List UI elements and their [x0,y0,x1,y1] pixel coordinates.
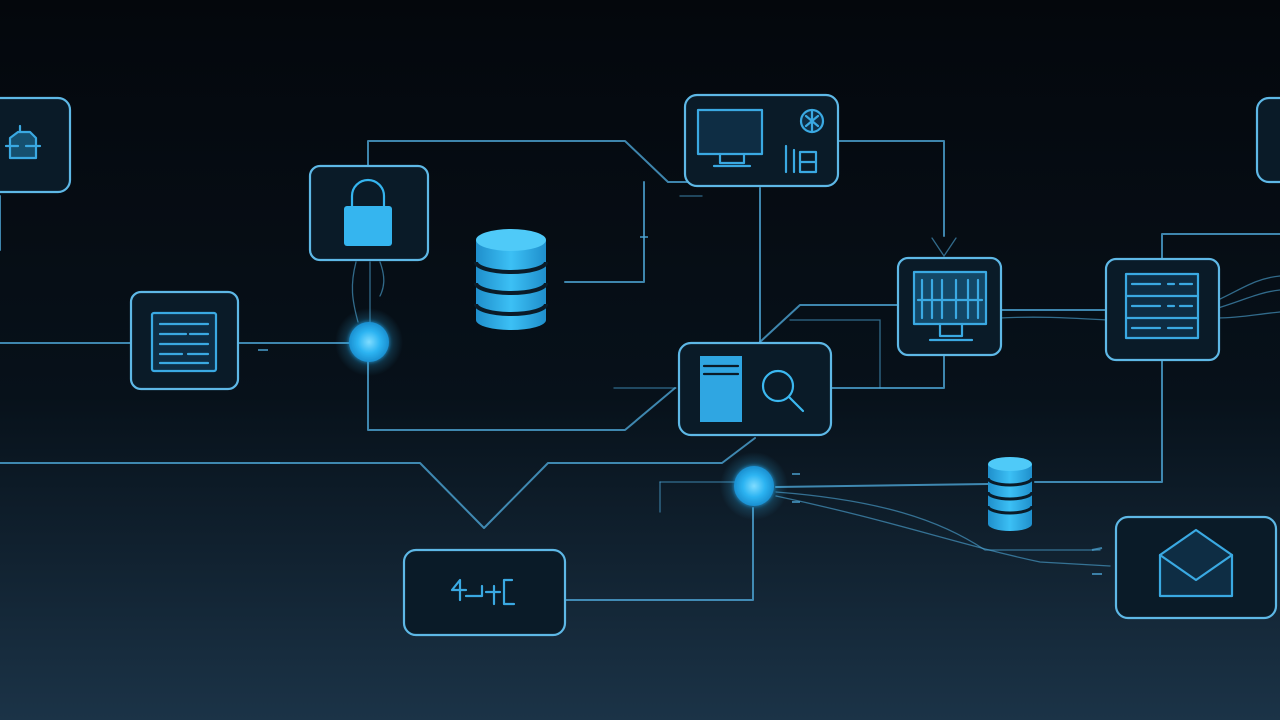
wire [0,437,756,529]
database-small-icon [986,457,1034,531]
lock-icon [344,178,392,246]
node-terminal[interactable] [896,256,1003,357]
wire [564,507,754,601]
node-frame [1255,96,1280,184]
envelope-icon [1158,528,1234,598]
wire [367,361,676,431]
node-frame [402,548,567,637]
wire [931,237,957,258]
wire [1034,359,1163,483]
wire [1161,233,1280,259]
node-edge-right[interactable] [1255,96,1280,184]
wire [775,483,989,488]
node-cloud-left[interactable] [0,96,72,194]
node-rack[interactable] [1104,257,1221,362]
wire [379,261,385,297]
wire [999,316,1108,321]
wire [1217,275,1280,301]
document-icon [150,311,218,373]
cloud-icon [4,124,42,160]
wire [831,355,945,389]
node-monitor[interactable] [683,93,840,188]
node-lock[interactable] [308,164,430,262]
wire [789,319,881,389]
connector-ticks [258,236,1103,575]
monitor-icon [696,108,825,174]
server-search-icon [700,356,805,422]
hub-lower[interactable] [720,452,788,520]
wire [564,181,645,283]
node-mail[interactable] [1114,515,1278,620]
wire [759,304,899,343]
hub-upper[interactable] [335,308,403,376]
wire [367,140,688,183]
server-rack-icon [1124,272,1200,340]
wire [775,491,1101,551]
node-document[interactable] [129,290,240,391]
wire [1217,289,1280,309]
connection-wires [0,140,1280,601]
wire [837,140,945,237]
database-icon [474,229,548,330]
wire [775,495,1111,567]
node-circuit[interactable] [402,548,567,637]
circuit-icon [450,578,516,606]
nodes [0,93,1280,637]
node-server-search[interactable] [677,341,833,437]
wire [1217,311,1280,319]
terminal-icon [912,270,988,342]
